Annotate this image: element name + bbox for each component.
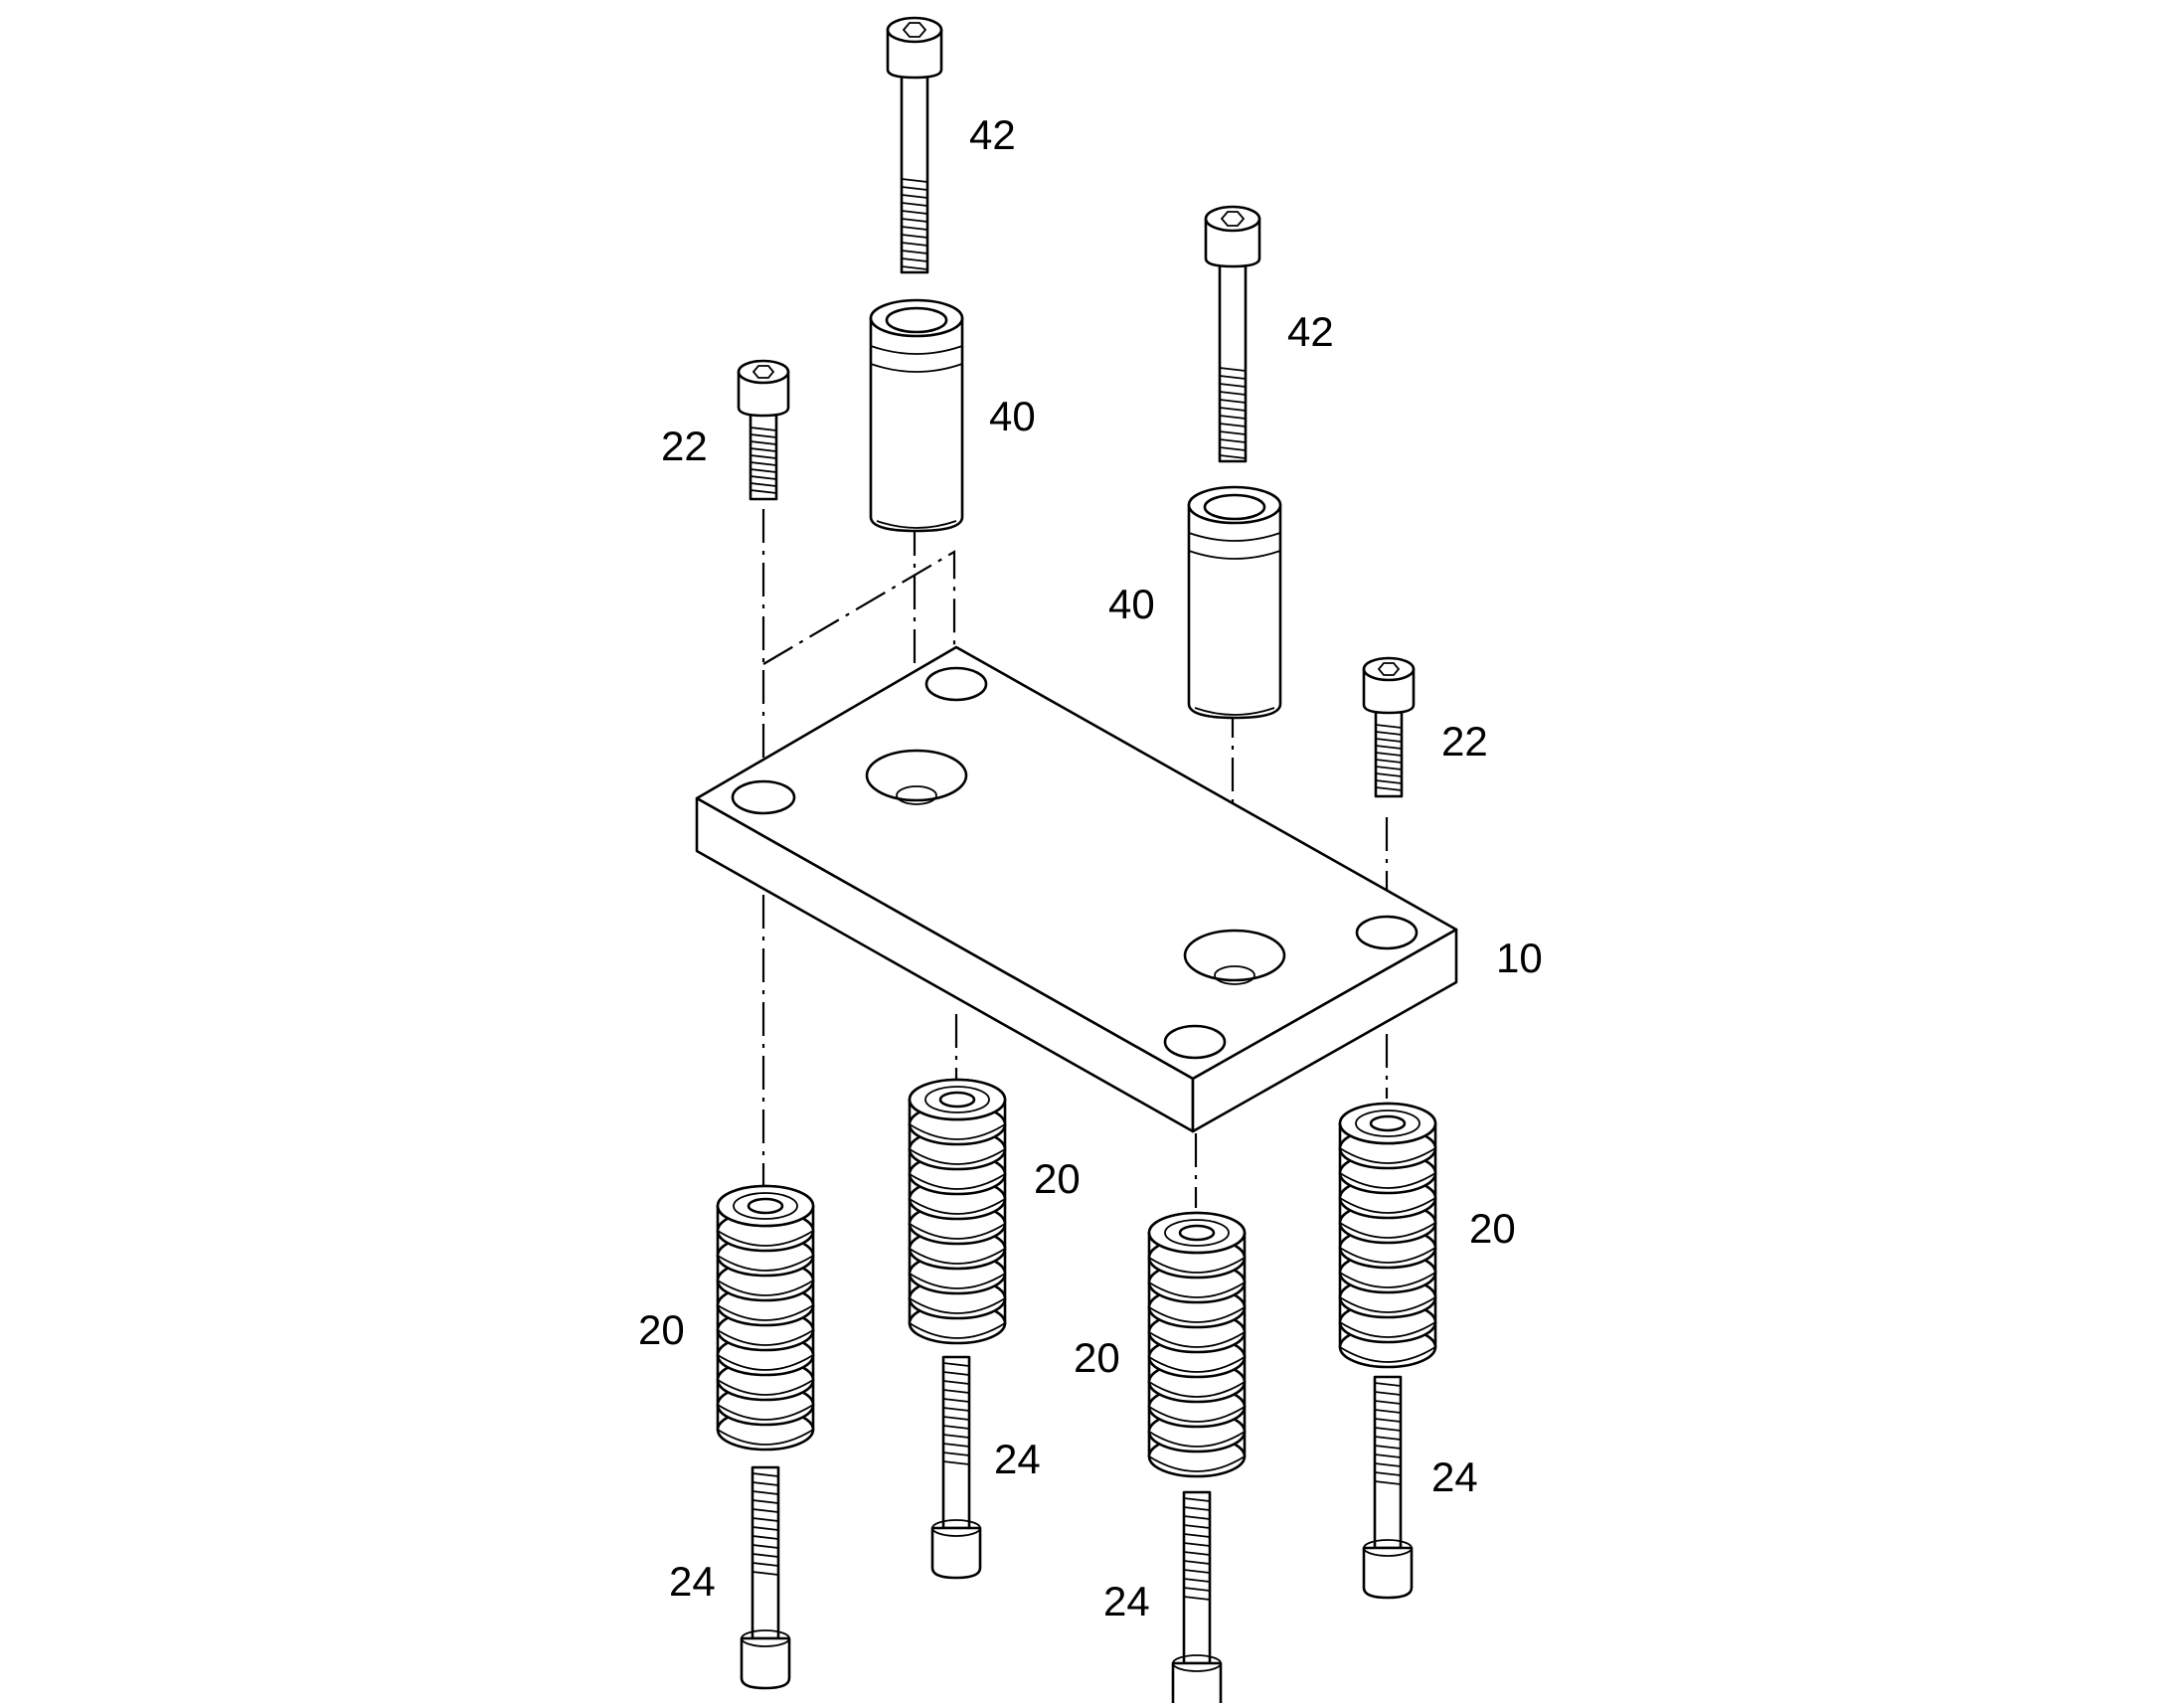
spring-20-a (716, 1184, 815, 1452)
label-22-right: 22 (1441, 718, 1488, 765)
label-20-c: 20 (1074, 1334, 1120, 1381)
screw-24-d (1362, 1375, 1414, 1600)
spring-20-c (1147, 1211, 1247, 1478)
label-24-a: 24 (669, 1558, 716, 1605)
bolt-42-left (886, 16, 943, 274)
bushing-40-right (1187, 485, 1282, 720)
label-22-left: 22 (661, 423, 708, 469)
label-40-right: 40 (1108, 581, 1155, 627)
bushing-40-left (869, 298, 964, 533)
label-42-right: 42 (1287, 308, 1334, 355)
label-20-a: 20 (638, 1306, 685, 1353)
screw-22-left (737, 359, 790, 501)
label-24-c: 24 (1103, 1578, 1150, 1624)
bolt-42-right (1204, 205, 1261, 463)
label-24-d: 24 (1431, 1453, 1478, 1500)
label-42-left: 42 (969, 111, 1016, 158)
label-20-b: 20 (1034, 1155, 1081, 1202)
screw-24-b (930, 1355, 982, 1580)
spring-20-b (908, 1078, 1007, 1345)
screw-24-a (740, 1465, 791, 1690)
reference-labels: 42 42 40 40 22 22 10 20 20 20 20 24 24 2… (638, 111, 1543, 1624)
plate (695, 645, 1458, 1133)
screw-22-right (1362, 656, 1416, 798)
label-24-b: 24 (994, 1436, 1041, 1482)
label-20-d: 20 (1469, 1205, 1516, 1252)
label-40-left: 40 (989, 393, 1036, 439)
screw-24-c (1171, 1490, 1223, 1708)
spring-20-d (1338, 1102, 1437, 1369)
label-10: 10 (1496, 935, 1543, 981)
